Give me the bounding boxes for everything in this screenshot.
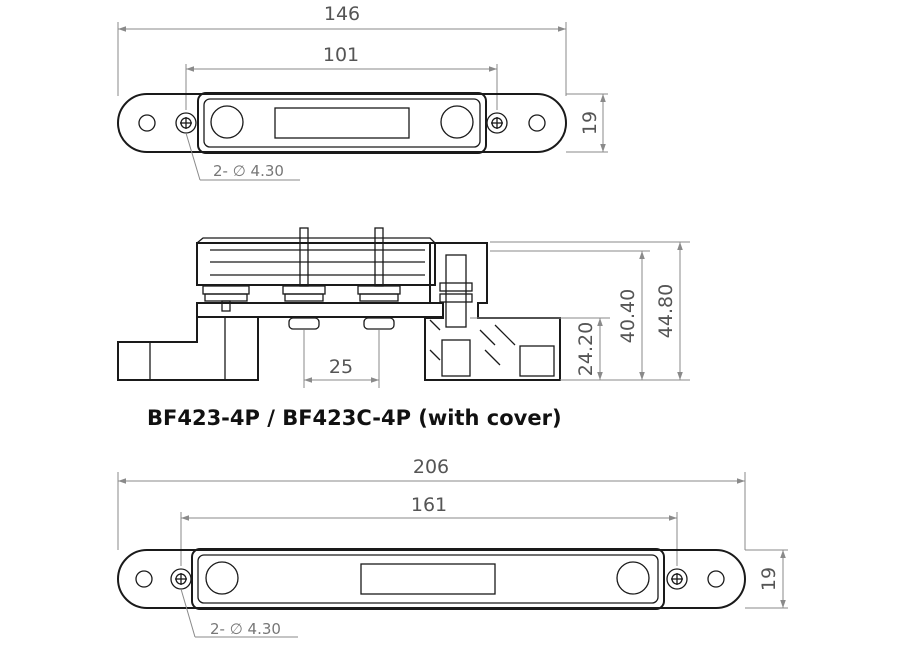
top-view-4p: 146 101 19 2- ∅ 4.30 (117, 3, 608, 181)
dim-overall-width: 146 (324, 3, 360, 25)
drawing-title: BF423-4P / BF423C-4P (with cover) (147, 406, 562, 430)
mounting-hole-left (138, 114, 156, 132)
dim-inner-width-long: 161 (411, 494, 447, 516)
label-window (274, 107, 410, 139)
right-section (424, 242, 561, 381)
dim-height-c: 44.80 (655, 284, 677, 338)
section-nut (441, 339, 471, 377)
dim-height: 19 (579, 111, 601, 135)
terminal-stack-2 (282, 227, 326, 330)
dim-height-b: 40.40 (617, 289, 639, 343)
side-view: 25 24.20 40.40 44.80 (117, 227, 690, 388)
cover-body (197, 92, 487, 154)
label-window-long (360, 563, 496, 595)
terminal-boss-left (210, 105, 244, 139)
terminal-boss-right (440, 105, 474, 139)
dim-height-long: 19 (758, 567, 780, 591)
base-plate (196, 302, 444, 318)
left-foot (117, 317, 259, 381)
terminal-stack-3 (357, 227, 401, 330)
dim-inner-width: 101 (323, 44, 359, 66)
top-view-long: 206 161 19 2- ∅ 4.30 (117, 456, 788, 638)
base-strip-long (117, 549, 746, 609)
dim-height-a: 24.20 (575, 322, 597, 376)
side-cover (196, 242, 436, 286)
dim-overall-width-long: 206 (413, 456, 449, 478)
cover-body-long (191, 548, 665, 610)
dim-terminal-pitch: 25 (329, 356, 353, 378)
hole-note-long: 2- ∅ 4.30 (210, 620, 281, 638)
mounting-hole-right (528, 114, 546, 132)
hole-note: 2- ∅ 4.30 (213, 162, 284, 180)
terminal-stack-1 (202, 285, 250, 312)
